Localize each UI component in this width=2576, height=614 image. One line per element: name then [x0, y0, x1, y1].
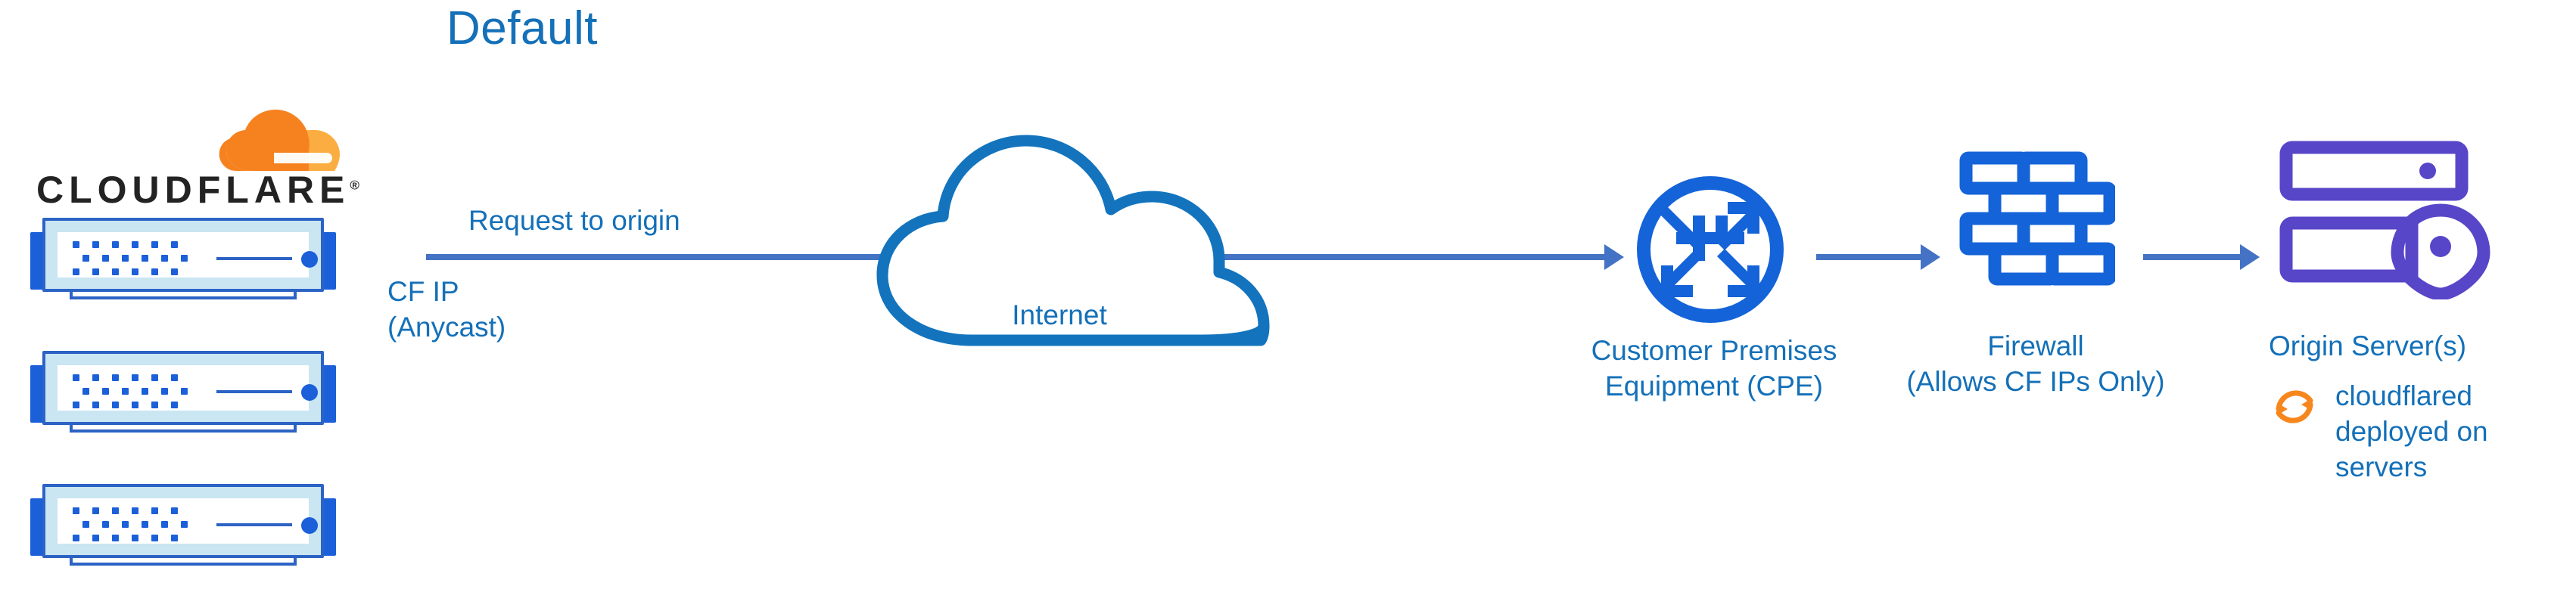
- router-expand-arrows-circle-icon: [1631, 170, 1790, 329]
- connector-firewall-to-origin-line: [2143, 254, 2242, 260]
- cloudflared-annotation: cloudflared deployed on servers: [2269, 378, 2571, 514]
- switch-indicator-line: [216, 390, 292, 393]
- switch-faceplate: [58, 498, 318, 544]
- page-title: Default: [446, 2, 598, 54]
- connector-cpe-to-firewall-line: [1816, 254, 1922, 260]
- cloudflared-line3: servers: [2335, 451, 2428, 482]
- cloudflare-cloud-logo-icon: [201, 106, 345, 172]
- connector-edge-to-cpe-arrowhead: [1604, 244, 1624, 270]
- switch-faceplate: [58, 232, 318, 278]
- switch-power-dot: [301, 384, 318, 401]
- connector-edge-to-cpe-label: Request to origin: [468, 205, 680, 236]
- switch-led-grid-icon: [73, 374, 194, 409]
- server-switch-1: [30, 218, 336, 305]
- cloudflared-line1: cloudflared: [2335, 380, 2473, 411]
- switch-faceplate: [58, 365, 318, 411]
- switch-led-grid-icon: [73, 507, 194, 542]
- switch-power-dot: [301, 251, 318, 268]
- switch-indicator-line: [216, 257, 292, 260]
- wordmark-text: CLOUDFLARE: [36, 169, 350, 211]
- switch-body: [42, 351, 324, 425]
- origin-server-label: Origin Server(s): [2269, 330, 2467, 361]
- brick-wall-icon: [1959, 151, 2115, 299]
- switch-body: [42, 484, 324, 558]
- server-switch-3: [30, 484, 336, 572]
- registered-mark: ®: [350, 178, 359, 193]
- cloudflared-text: cloudflared deployed on servers: [2335, 378, 2562, 485]
- internet-cloud-icon: [832, 113, 1286, 355]
- cpe-label-line2: Equipment (CPE): [1605, 371, 1823, 402]
- firewall-label-line1: Firewall: [1987, 330, 2084, 361]
- switch-led-grid-icon: [73, 241, 194, 276]
- connector-firewall-to-origin-arrowhead: [2240, 244, 2260, 270]
- switch-body: [42, 218, 324, 292]
- cf-ip-label-line1: CF IP: [387, 276, 459, 307]
- internet-label: Internet: [1012, 299, 1107, 330]
- cpe-label-line1: Customer Premises: [1591, 335, 1837, 366]
- switch-indicator-line: [216, 523, 292, 526]
- cloudflare-wordmark: CLOUDFLARE®: [36, 168, 359, 212]
- cloudflared-line2: deployed on: [2335, 416, 2488, 447]
- connector-cpe-to-firewall-arrowhead: [1921, 244, 1940, 270]
- firewall-label-line2: (Allows CF IPs Only): [1906, 366, 2165, 397]
- cf-ip-label-line2: (Anycast): [387, 312, 506, 343]
- server-rack-location-pin-icon: [2279, 141, 2499, 299]
- sync-refresh-circular-arrows-icon: [2269, 381, 2320, 433]
- switch-power-dot: [301, 517, 318, 534]
- cloudflare-brand: CLOUDFLARE®: [36, 106, 359, 211]
- server-switch-2: [30, 351, 336, 439]
